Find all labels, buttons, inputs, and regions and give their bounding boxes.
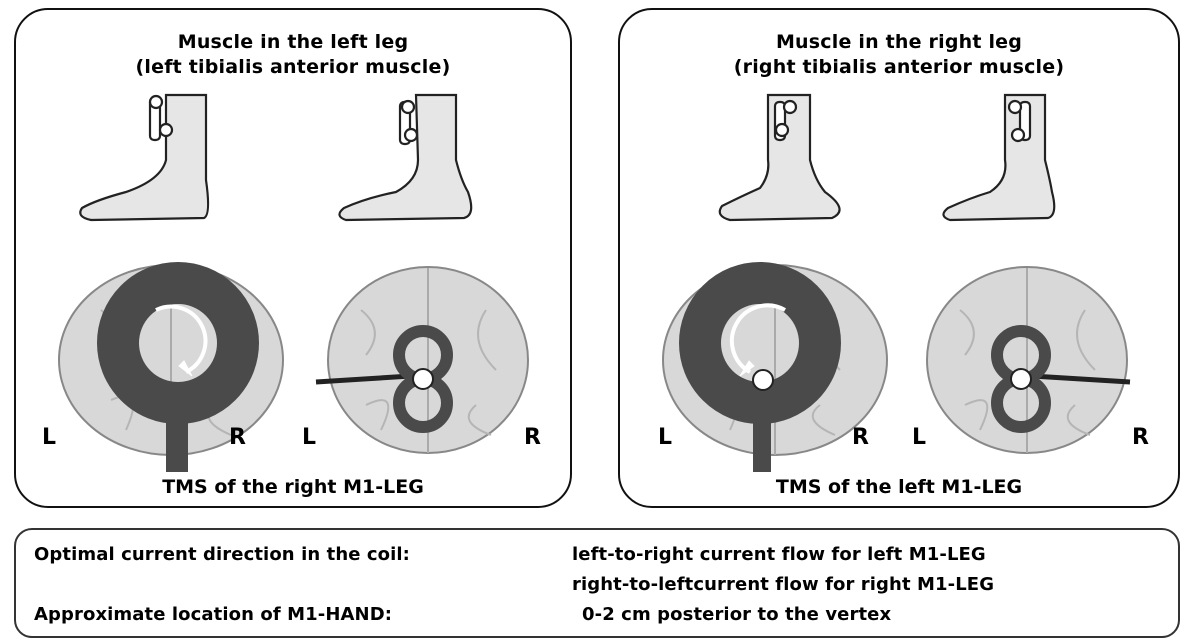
leg-figure (720, 95, 840, 220)
label-right-side: R (229, 425, 246, 450)
leg-figure (80, 95, 208, 220)
current-direction-label: Optimal current direction in the coil: (34, 544, 410, 565)
label-left-side: L (658, 425, 672, 450)
label-right-side: R (1132, 425, 1149, 450)
panel-caption: TMS of the right M1-LEG (16, 476, 570, 498)
current-direction-right-m1: right-to-leftcurrent flow for right M1-L… (572, 574, 994, 595)
m1-hand-location-label: Approximate location of M1-HAND: (34, 604, 392, 625)
panel-right-leg: Muscle in the right leg (right tibialis … (618, 8, 1180, 508)
current-direction-left-m1: left-to-right current flow for left M1-L… (572, 544, 986, 565)
label-left-side: L (302, 425, 316, 450)
info-box: Optimal current direction in the coil: l… (14, 528, 1180, 638)
label-right-side: R (852, 425, 869, 450)
panel-right-illustration (620, 10, 1182, 510)
label-right-side: R (524, 425, 541, 450)
leg-figure (339, 95, 471, 220)
leg-figure (943, 95, 1054, 220)
panel-caption: TMS of the left M1-LEG (620, 476, 1178, 498)
label-left-side: L (912, 425, 926, 450)
panel-left-illustration (16, 10, 574, 510)
label-left-side: L (42, 425, 56, 450)
m1-hand-location-value: 0-2 cm posterior to the vertex (582, 604, 891, 625)
panel-left-leg: Muscle in the left leg (left tibialis an… (14, 8, 572, 508)
